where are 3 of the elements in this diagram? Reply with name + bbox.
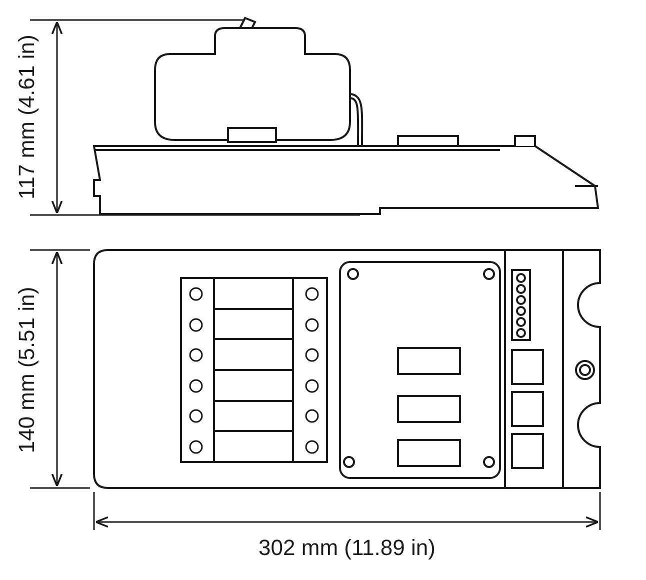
dimension-label: 302 mm (11.89 in) bbox=[258, 537, 436, 559]
dimension-label: 140 mm (5.51 in) bbox=[16, 286, 38, 454]
dimension-label: 117 mm (4.61 in) bbox=[16, 34, 38, 200]
